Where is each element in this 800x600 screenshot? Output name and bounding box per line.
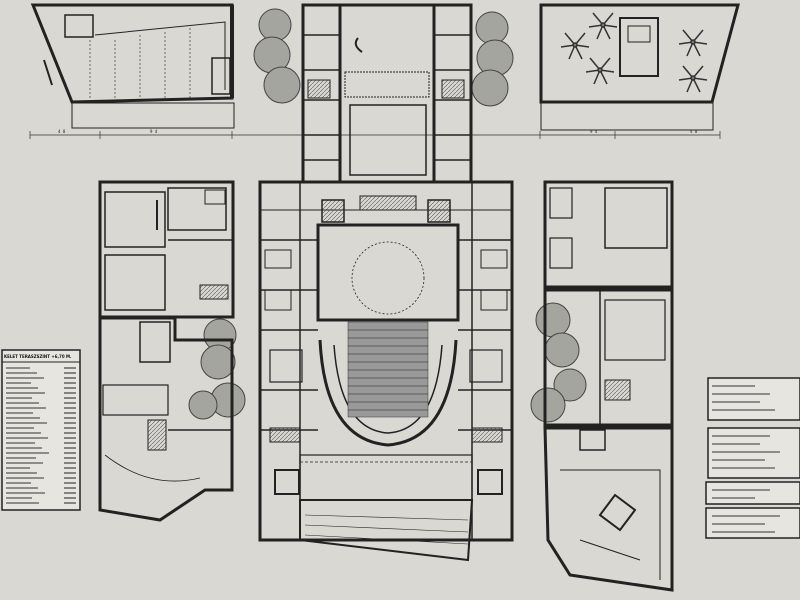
top-right-terrace-plan <box>539 3 740 131</box>
top-left-terrace-plan <box>30 3 235 129</box>
dimension-line <box>29 131 721 139</box>
auditorium-seat-rows <box>348 329 428 411</box>
legend-rows <box>6 367 76 504</box>
left-wing-plan <box>98 180 235 522</box>
left-legend-heading: KELET TERASZSZINT +6,70 M. <box>4 354 72 359</box>
dimension-label-left: 4 8 <box>58 129 66 134</box>
dimension-label-right: 4 8 <box>690 129 698 134</box>
tree-icons <box>188 8 587 423</box>
left-legend: KELET TERASZSZINT +6,70 M. <box>1 349 81 511</box>
dimension-label-right-mid: 9 4 <box>590 129 598 134</box>
right-wing-plan <box>543 180 674 592</box>
main-hall-plan <box>258 180 514 562</box>
dimension-label-left-mid: 9 4 <box>150 129 158 134</box>
palm-tree-icons <box>560 12 708 93</box>
auditorium-seating <box>347 321 429 418</box>
right-legend-text-lines <box>712 385 780 533</box>
